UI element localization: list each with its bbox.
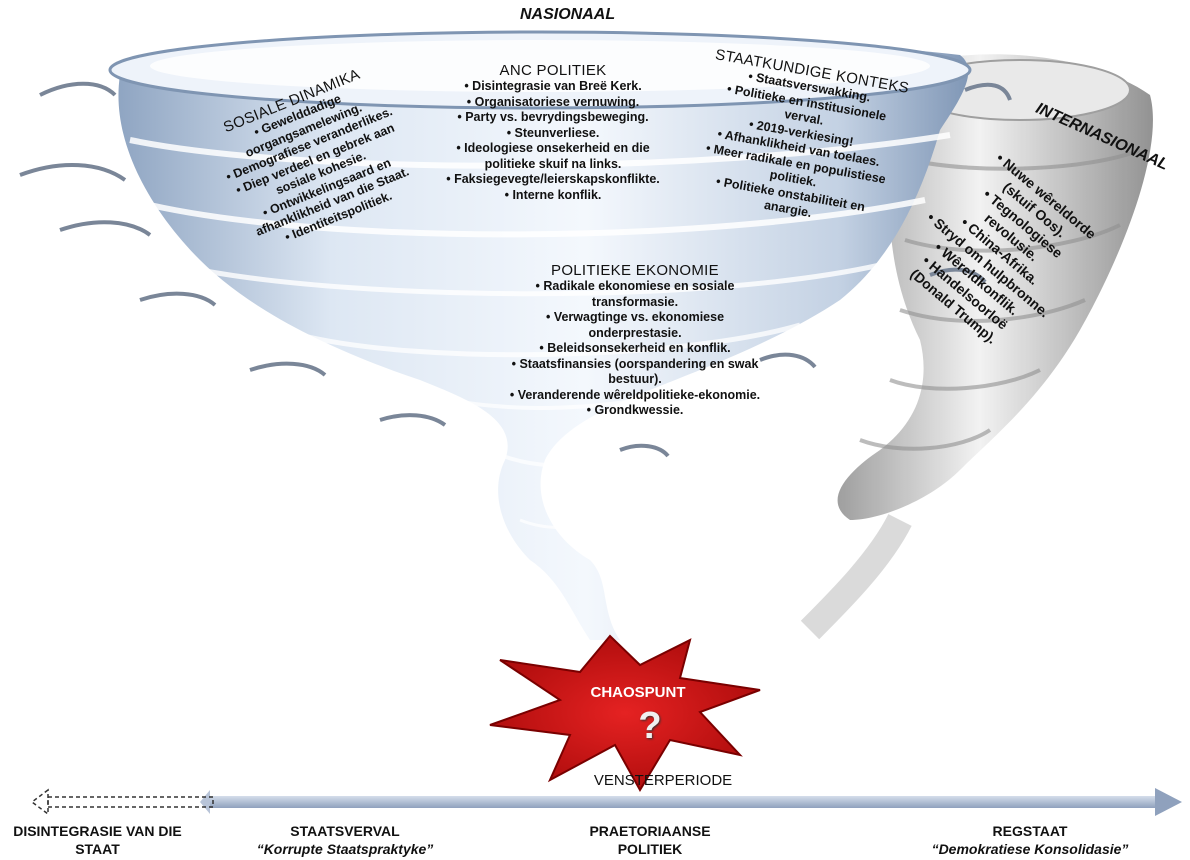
ekonomie-item: • Grondkwessie. [586, 403, 684, 417]
ekonomie-item: onderprestasie. [588, 325, 682, 340]
chaospunt-label: CHAOSPUNT [590, 684, 686, 701]
ekonomie-item: • Staatsfinansies (oorspandering en swak [511, 356, 759, 371]
anc-item: • Steunverliese. [506, 125, 600, 140]
vensterperiode-label: VENSTERPERIODE [593, 772, 733, 789]
ekonomie-item: • Radikale ekonomiese en sosiale [535, 279, 735, 293]
axis-label-line: “Demokratiese Konsolidasie” [931, 841, 1129, 857]
axis-label-line: PRAETORIAANSE [589, 823, 711, 839]
ekonomie-item: bestuur). [608, 372, 662, 386]
axis-label-line: STAAT [75, 841, 120, 857]
axis-label-regstaat: REGSTAAT “Demokratiese Konsolidasie” [900, 822, 1160, 858]
ekonomie-title: POLITIEKE EKONOMIE [551, 262, 719, 279]
anc-politiek-block: ANC POLITIEK • Disintegrasie van Breë Ke… [418, 62, 688, 203]
axis-label-line: “Korrupte Staatspraktyke” [256, 841, 434, 857]
ekonomie-item: • Verwagtinge vs. ekonomiese [545, 310, 725, 324]
chaos-burst [489, 634, 761, 792]
ekonomie-item: • Beleidsonsekerheid en konflik. [539, 341, 731, 355]
question-mark-icon: ? [638, 705, 662, 747]
politieke-ekonomie-block: POLITIEKE EKONOMIE • Radikale ekonomiese… [480, 262, 790, 419]
axis-label-praetoriaanse: PRAETORIAANSE POLITIEK [560, 822, 740, 858]
anc-item: • Party vs. bevrydingsbeweging. [457, 110, 649, 124]
axis-label-line: REGSTAAT [992, 823, 1068, 839]
anc-title: ANC POLITIEK [499, 62, 607, 79]
timeline-arrow [30, 788, 1182, 816]
anc-item: politieke skuif na links. [484, 156, 622, 171]
anc-item: • Ideologiese onsekerheid en die [456, 141, 650, 155]
ekonomie-item: • Veranderende wêreldpolitieke-ekonomie. [509, 387, 761, 402]
anc-item: • Interne konflik. [504, 187, 602, 202]
axis-label-line: STAATSVERVAL [290, 823, 400, 839]
axis-label-line: POLITIEK [617, 841, 683, 857]
nasionaal-label: NASIONAAL [520, 6, 616, 23]
anc-item: • Faksiegevegte/leierskapskonflikte. [446, 172, 660, 186]
ekonomie-item: transformasie. [591, 294, 679, 309]
anc-item: • Disintegrasie van Breë Kerk. [464, 79, 642, 93]
axis-label-staatsverval: STAATSVERVAL “Korrupte Staatspraktyke” [225, 822, 465, 858]
anc-item: • Organisatoriese vernuwing. [466, 94, 640, 109]
axis-label-disintegrasie: DISINTEGRASIE VAN DIE STAAT [0, 822, 195, 858]
national-tornado [19, 30, 1012, 641]
axis-label-line: DISINTEGRASIE VAN DIE [13, 823, 182, 839]
